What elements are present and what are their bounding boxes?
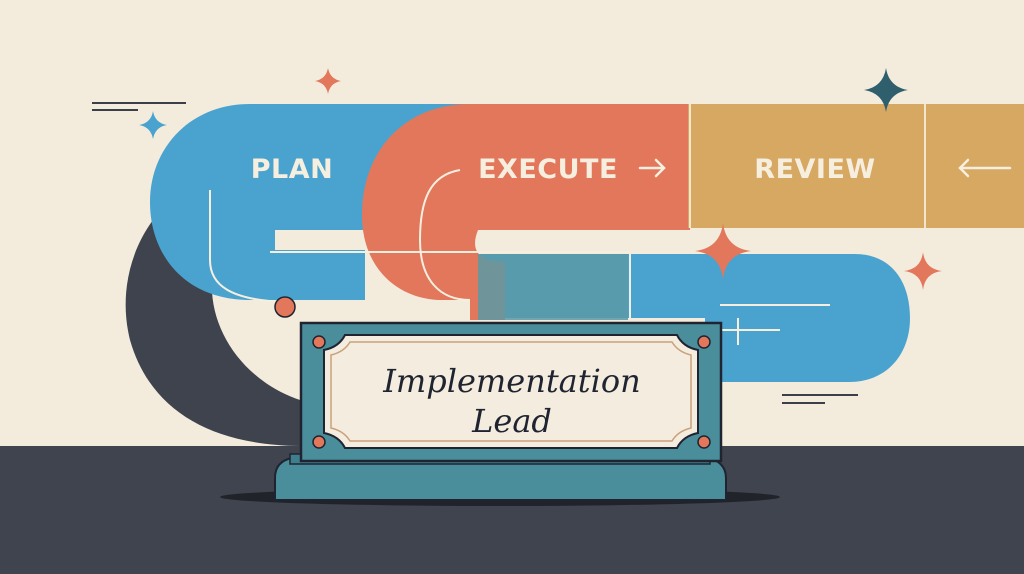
connector-line bbox=[209, 190, 286, 303]
connector-line-execute bbox=[418, 169, 471, 301]
stage-label-plan: PLAN bbox=[251, 154, 334, 185]
plaque-rivet bbox=[697, 335, 711, 349]
arrow-left-icon bbox=[958, 158, 1012, 178]
sparkle-icon bbox=[864, 68, 908, 112]
plaque-rivet bbox=[697, 435, 711, 449]
sparkle-icon bbox=[315, 68, 341, 94]
stage-label-execute: EXECUTE bbox=[478, 154, 618, 185]
sparkle-icon bbox=[904, 252, 942, 290]
sparkle-icon bbox=[139, 111, 167, 139]
review-band bbox=[688, 104, 1024, 228]
plaque-title-line1: Implementation bbox=[382, 362, 640, 400]
execute-overlap bbox=[478, 254, 628, 320]
arrow-right-icon bbox=[638, 158, 666, 178]
execute-band bbox=[362, 104, 690, 320]
connector-node bbox=[274, 296, 296, 318]
plaque-inner-outer bbox=[323, 334, 699, 449]
plaque-rivet bbox=[312, 435, 326, 449]
plaque-inner-line bbox=[330, 341, 692, 442]
plaque-title-line2: Lead bbox=[471, 402, 552, 440]
sparkle-icon bbox=[695, 223, 751, 279]
stage-label-review: REVIEW bbox=[754, 154, 875, 185]
plaque-rivet bbox=[312, 335, 326, 349]
